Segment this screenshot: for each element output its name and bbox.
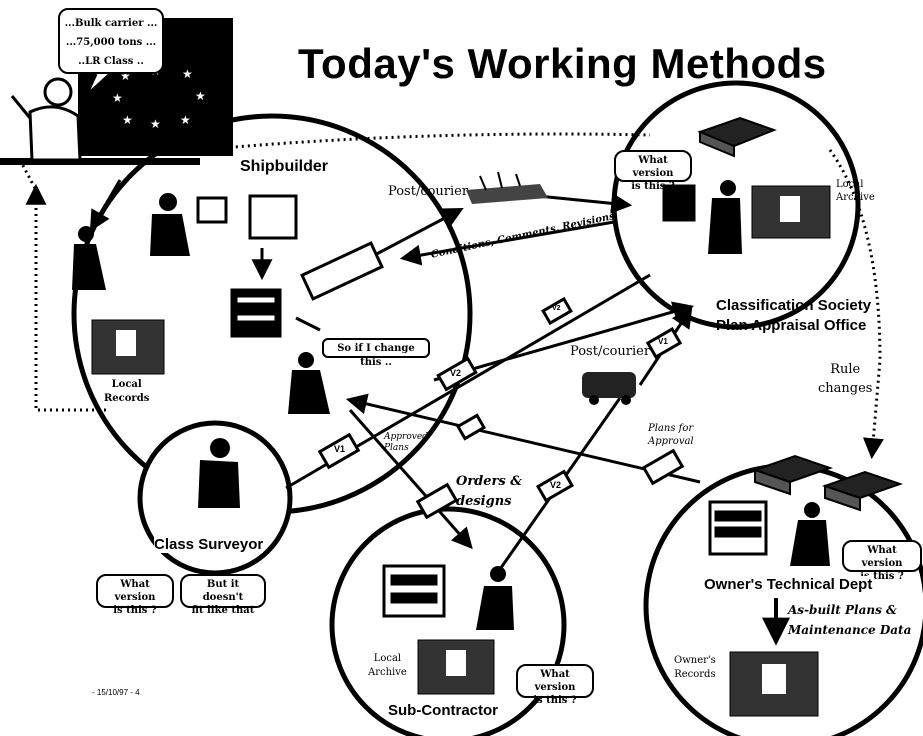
teacher-line-3: ..LR Class .. bbox=[78, 56, 144, 67]
label-local-archive-sub: Local Archive bbox=[368, 652, 407, 680]
surveyor-q-1: What version bbox=[114, 579, 156, 603]
svg-text:★: ★ bbox=[150, 117, 161, 131]
workstations bbox=[196, 184, 768, 618]
doc-tag-v2-a: V2 bbox=[450, 368, 462, 378]
people bbox=[72, 180, 830, 630]
dotted-path-left bbox=[18, 159, 110, 412]
owners-records-2: Records bbox=[674, 669, 716, 680]
ship-icon bbox=[466, 171, 548, 204]
label-orders-designs: Orders & designs bbox=[456, 472, 522, 512]
doc-tag-v2-c: V2 bbox=[552, 305, 561, 312]
node-label-sub-contractor: Sub-Contractor bbox=[388, 702, 498, 719]
svg-text:★: ★ bbox=[120, 69, 131, 83]
rule-changes-2: changes bbox=[818, 381, 873, 396]
subcontractor-q-1: What version bbox=[534, 669, 576, 693]
van-icon bbox=[582, 372, 636, 405]
class-society-line-2: Plan Appraisal Office bbox=[716, 317, 867, 334]
subcontractor-q-2: is this ? bbox=[533, 695, 577, 706]
orders-designs-2: designs bbox=[456, 494, 512, 509]
label-post-courier-mid: Post/courier bbox=[570, 344, 651, 359]
binders bbox=[697, 116, 904, 512]
plans-for-approval-1: Plans for bbox=[648, 423, 694, 434]
label-post-courier-top: Post/courier bbox=[388, 184, 469, 199]
label-owners-records: Owner's Records bbox=[674, 654, 716, 682]
flow-arrows bbox=[89, 179, 790, 646]
label-rule-changes: Rule changes bbox=[818, 360, 872, 398]
local-archive-sub-1: Local bbox=[373, 653, 402, 664]
svg-text:★: ★ bbox=[122, 113, 133, 127]
node-label-shipbuilder: Shipbuilder bbox=[240, 158, 328, 175]
local-archive-top-2: Archive bbox=[836, 192, 875, 203]
svg-text:★: ★ bbox=[195, 89, 206, 103]
complaint-2: fit like that bbox=[191, 605, 255, 616]
doc-tag-v1-a: V1 bbox=[334, 444, 346, 454]
svg-text:★: ★ bbox=[182, 67, 193, 81]
dotted-path-top bbox=[199, 132, 651, 152]
teacher-figure bbox=[10, 77, 109, 162]
speech-bubble-shipbuilder: So if I change this .. bbox=[322, 338, 430, 368]
speech-bubble-teacher: ...Bulk carrier ... ...75,000 tons ... .… bbox=[58, 8, 164, 74]
label-plans-for-approval: Plans for Approval bbox=[648, 422, 694, 448]
svg-text:★: ★ bbox=[180, 113, 191, 127]
label-local-archive-top: Local Archive bbox=[836, 178, 875, 204]
shipbuilder-question: So if I change this .. bbox=[337, 343, 415, 368]
approved-plans-1: Approved bbox=[384, 432, 428, 442]
label-approved-plans: Approved Plans bbox=[384, 432, 428, 454]
label-local-records: Local Records bbox=[104, 378, 149, 406]
speech-bubble-complaint: But it doesn't fit like that bbox=[180, 574, 266, 616]
slide-date: - 15/10/97 - 4 bbox=[92, 688, 140, 697]
svg-text:★: ★ bbox=[112, 91, 123, 105]
speech-bubble-surveyor: What version is this ? bbox=[96, 574, 174, 616]
as-built-1: As-built Plans & bbox=[788, 603, 897, 617]
orders-designs-1: Orders & bbox=[456, 474, 522, 489]
owner-q-2: is this ? bbox=[860, 571, 904, 582]
page-title: Today's Working Methods bbox=[298, 40, 827, 87]
speech-bubble-subcontractor: What version is this ? bbox=[516, 664, 594, 706]
doc-tag-v1-b: V1 bbox=[658, 337, 668, 346]
dotted-path-right bbox=[828, 149, 884, 460]
label-as-built: As-built Plans & Maintenance Data bbox=[788, 600, 911, 640]
node-label-owner: Owner's Technical Dept bbox=[704, 576, 873, 593]
owner-q-1: What version bbox=[861, 545, 903, 569]
as-built-2: Maintenance Data bbox=[788, 623, 912, 637]
approved-plans-2: Plans bbox=[384, 443, 409, 453]
doc-tags bbox=[300, 241, 685, 520]
node-label-class-surveyor: Class Surveyor bbox=[154, 536, 264, 553]
node-label-class-society: Classification Society Plan Appraisal Of… bbox=[716, 296, 871, 336]
bubble-tail-teacher bbox=[84, 72, 112, 98]
class-society-line-1: Classification Society bbox=[716, 297, 872, 314]
speech-bubble-owner: What version is this ? bbox=[842, 540, 922, 582]
plans-for-approval-2: Approval bbox=[648, 436, 694, 447]
class-society-q-2: is this ? bbox=[631, 181, 675, 192]
teacher-line-1: ...Bulk carrier ... bbox=[64, 18, 158, 29]
doc-tag-v2-b: V2 bbox=[550, 480, 562, 490]
surveyor-q-2: is this ? bbox=[113, 605, 157, 616]
floor-line-left bbox=[0, 158, 200, 165]
local-archive-top-1: Local bbox=[836, 179, 864, 190]
rule-changes-1: Rule bbox=[830, 362, 861, 377]
class-society-q-1: What version bbox=[632, 155, 674, 179]
local-archive-sub-2: Archive bbox=[368, 667, 407, 678]
complaint-1: But it doesn't bbox=[202, 579, 244, 603]
speech-bubble-class-society: What version is this ? bbox=[614, 150, 692, 192]
owners-records-1: Owner's bbox=[674, 655, 716, 666]
teacher-line-2: ...75,000 tons ... bbox=[65, 37, 157, 48]
local-records-2: Records bbox=[104, 393, 150, 404]
local-records-1: Local bbox=[111, 379, 142, 390]
